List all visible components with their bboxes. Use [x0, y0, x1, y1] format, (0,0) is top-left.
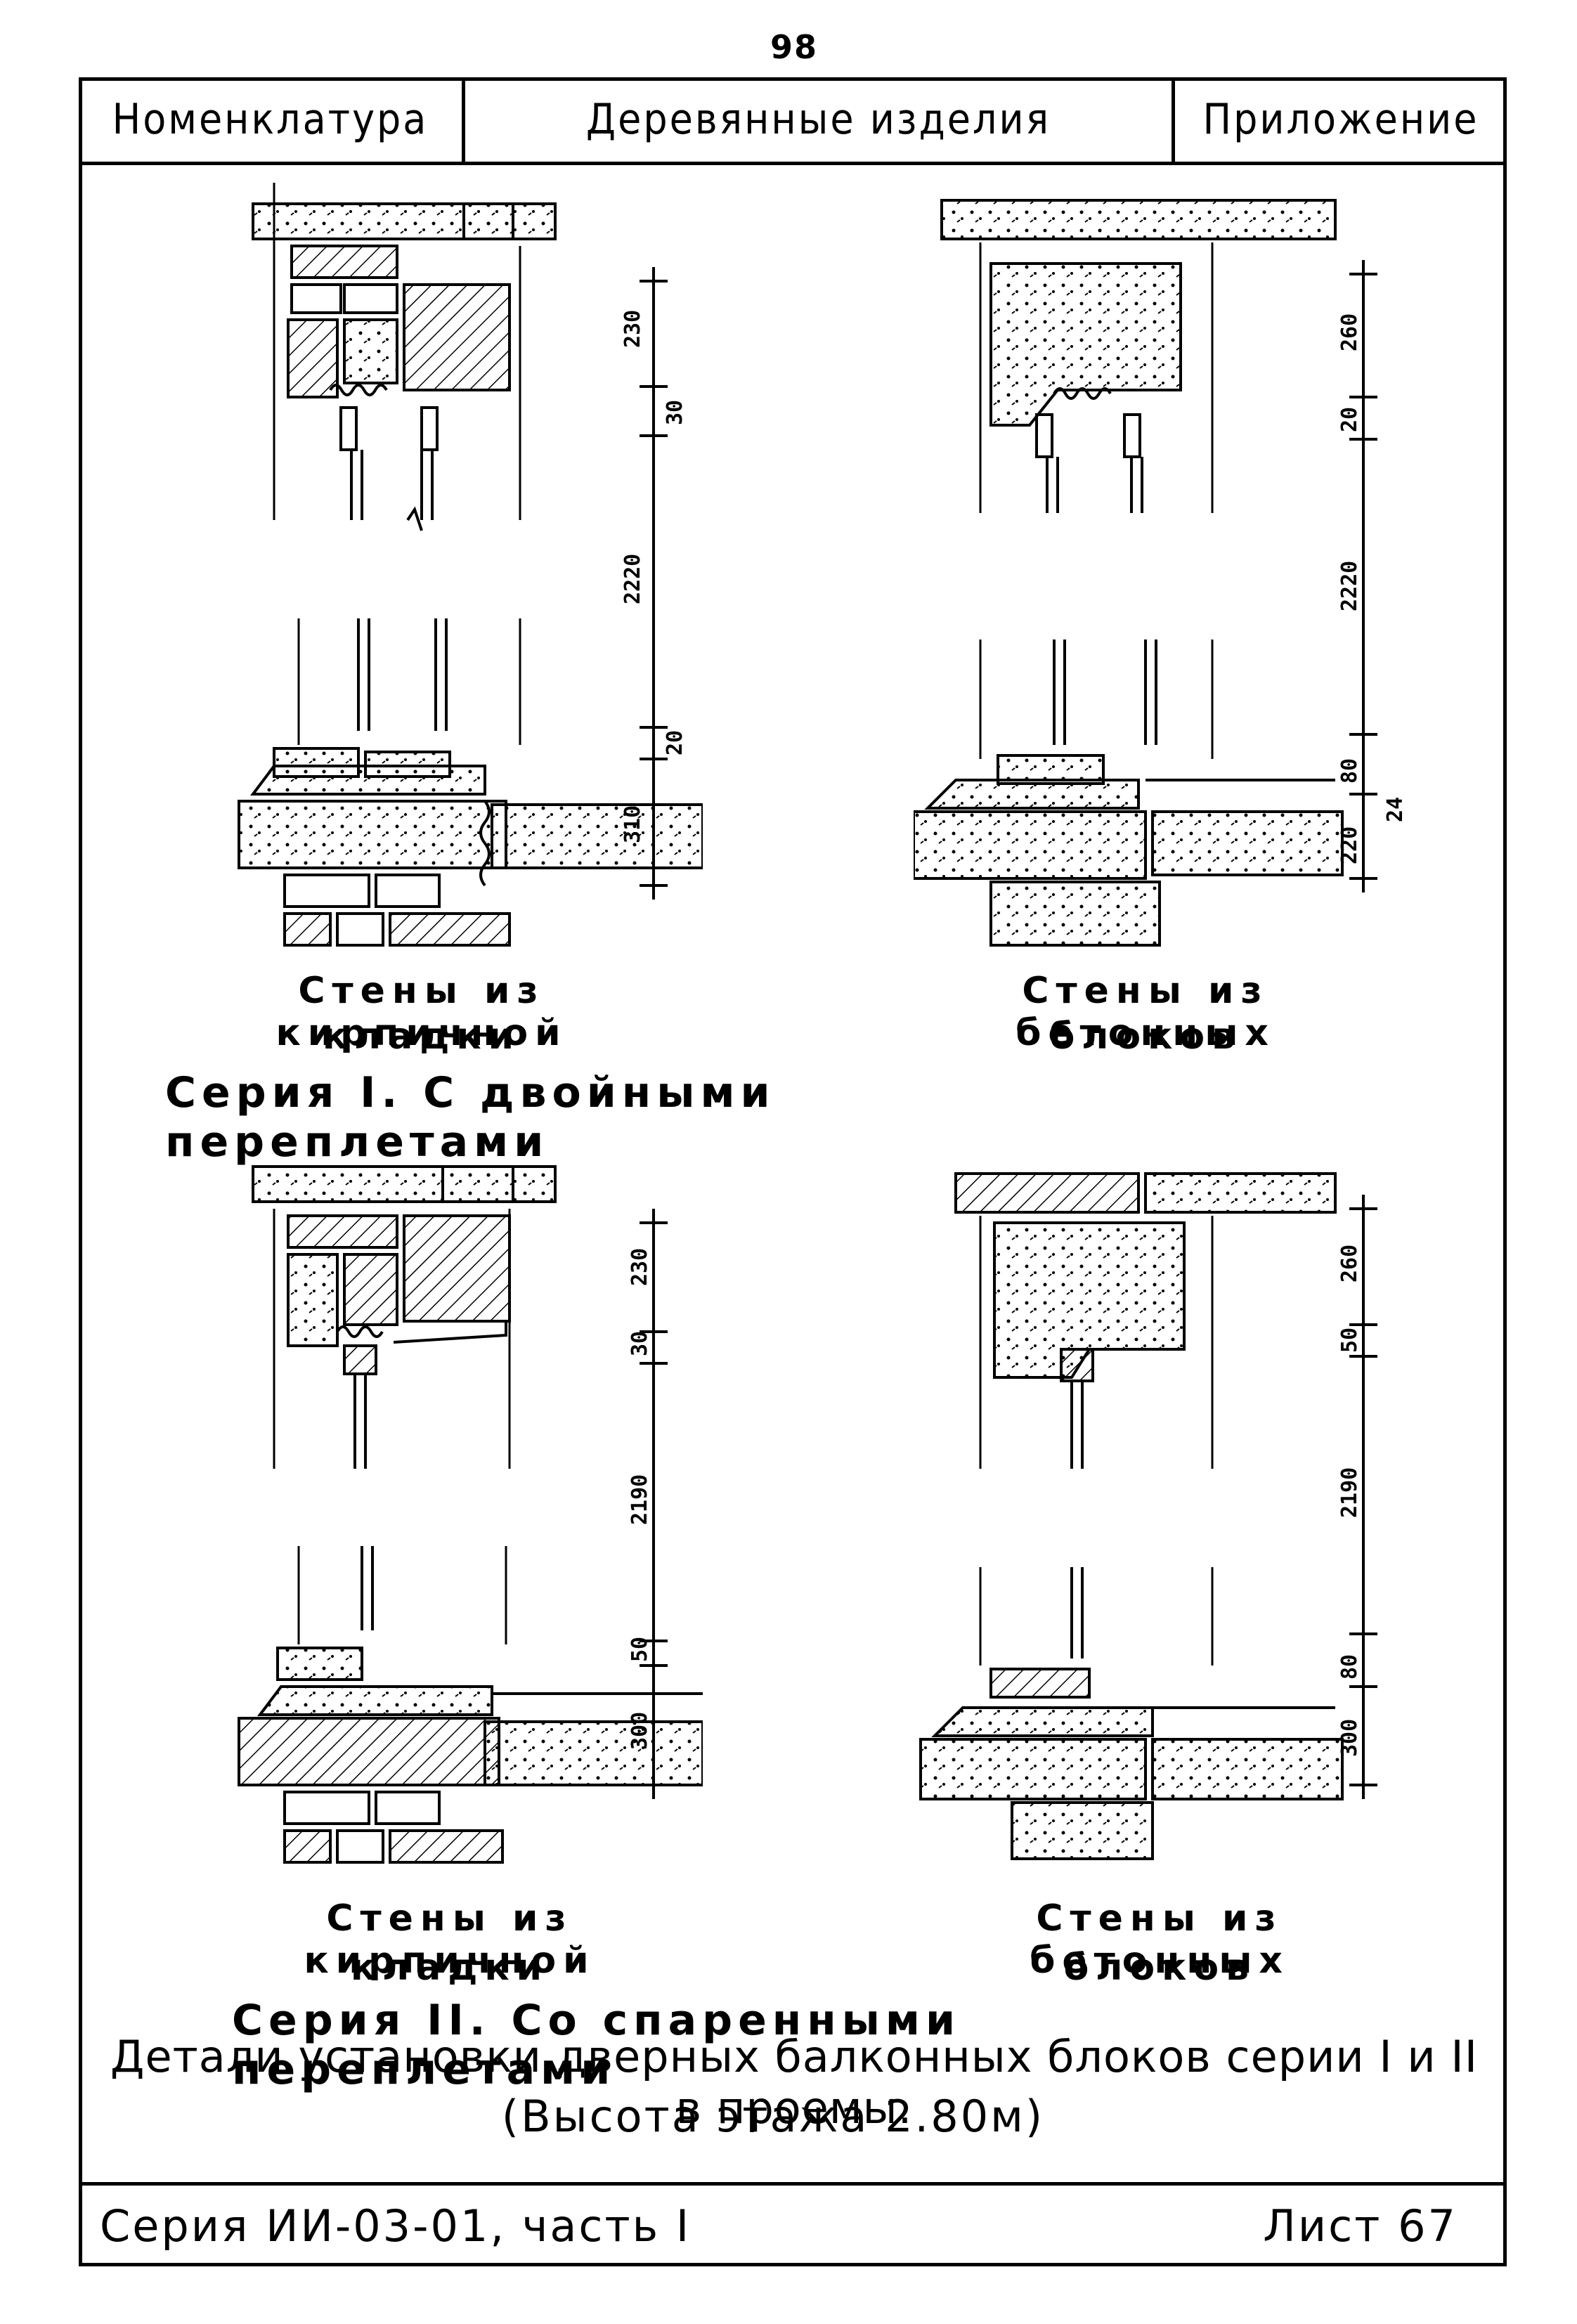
- dim-s2-r-3: 80: [1337, 1654, 1362, 1680]
- caption-s2-concrete-2: блоков: [1063, 1947, 1257, 1989]
- series-2-label: Серия II. Со спаренными переплетами: [232, 1996, 961, 2094]
- dim-s1-r-5: 24: [1383, 797, 1408, 822]
- dimension-line-s2-right: 260 50 2190 80 300: [1337, 1195, 1377, 1799]
- header-category: Деревянные изделия: [465, 77, 1175, 162]
- dim-s2-r-2: 2190: [1337, 1467, 1362, 1518]
- dim-s2-l-1: 30: [628, 1331, 652, 1356]
- dim-s2-r-4: 300: [1337, 1719, 1362, 1757]
- dim-s2-l-3: 50: [628, 1637, 652, 1662]
- caption-s1-concrete-2: блоков: [1049, 1015, 1242, 1058]
- title-block-footer: Серия ИИ-03-01, часть I Лист 67: [79, 2182, 1507, 2266]
- dimension-line-s1-right: 260 20 2220 80 220 24: [1337, 260, 1408, 892]
- detail-s2-brick-drawing: [238, 1165, 703, 1864]
- header-nomenclature: Номенклатура: [79, 77, 465, 162]
- dim-s1-r-0: 260: [1337, 313, 1362, 351]
- dim-s1-r-2: 2220: [1337, 561, 1362, 611]
- header-appendix: Приложение: [1202, 95, 1479, 144]
- footer-sheet-number: Лист 67: [1263, 2200, 1458, 2252]
- dim-s1-l-2: 2220: [621, 554, 645, 604]
- caption-s1-brick-2: кладки: [322, 1015, 521, 1058]
- dim-s1-r-3: 80: [1337, 758, 1362, 784]
- detail-s1-concrete-drawing: [914, 199, 1344, 947]
- caption-s2-concrete-1: Стены из бетонных: [1030, 1897, 1290, 1982]
- title-header: Номенклатура Деревянные изделия Приложен…: [79, 77, 1507, 165]
- dim-s2-l-2: 2190: [628, 1474, 652, 1525]
- dim-s2-r-0: 260: [1337, 1245, 1362, 1283]
- dim-s1-l-4: 310: [621, 805, 645, 843]
- sheet-subtitle: (Высота этажа 2.80м): [501, 2091, 1045, 2142]
- dim-s1-l-0: 230: [621, 310, 645, 348]
- caption-s1-brick-1: Стены из кирпичной: [275, 970, 568, 1054]
- dim-s1-r-4: 220: [1337, 826, 1362, 864]
- dim-s1-r-1: 20: [1337, 407, 1362, 432]
- detail-s1-brick-drawing: [238, 183, 703, 947]
- dim-s2-l-0: 230: [628, 1248, 652, 1286]
- footer-series: Серия ИИ-03-01, часть I: [100, 2200, 692, 2252]
- sheet-title: Детали установки дверных балконных блоко…: [110, 2031, 1478, 2134]
- dim-s1-l-3: 20: [663, 730, 687, 755]
- caption-s1-concrete-1: Стены из бетонных: [1015, 970, 1276, 1054]
- dim-s2-l-4: 300: [628, 1712, 652, 1750]
- series-1-label: Серия I. С двойными переплетами: [165, 1068, 776, 1167]
- caption-s2-brick-1: Стены из кирпичной: [304, 1897, 596, 1982]
- dimension-line-s1-left: 230 30 2220 20 310: [621, 267, 687, 900]
- drawing-frame: [79, 77, 1507, 2266]
- dim-s1-l-1: 30: [663, 400, 687, 425]
- dim-s2-r-1: 50: [1337, 1327, 1362, 1353]
- detail-s2-concrete-drawing: [919, 1172, 1344, 1860]
- caption-s2-brick-2: кладки: [350, 1947, 550, 1989]
- dimension-line-s2-left: 230 30 2190 50 300: [628, 1209, 668, 1799]
- page-number: 98: [770, 28, 818, 66]
